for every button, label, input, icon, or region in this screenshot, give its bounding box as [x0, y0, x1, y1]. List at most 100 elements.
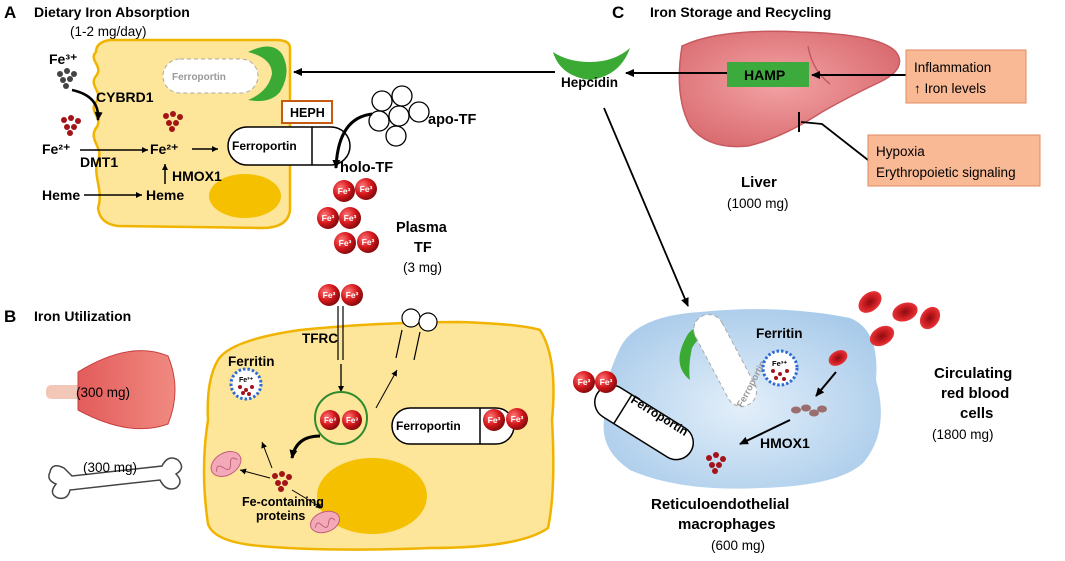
panel-c-letter: C: [612, 3, 624, 22]
panel-a-title: Dietary Iron Absorption: [34, 4, 190, 20]
ferroportin-apical-label: Ferroportin: [172, 72, 226, 83]
fe-ball-label: Fe³: [338, 186, 351, 196]
hepcidin-crescent-macrophage: [679, 324, 716, 380]
hmox1-label: HMOX1: [172, 168, 222, 184]
macrophage-amount: (600 mg): [711, 538, 765, 553]
fe-protein-arrow: [239, 468, 271, 479]
panel-a-letter: A: [4, 3, 16, 22]
apo-tf-circles: [368, 85, 430, 147]
fe-ball-label: Fe³: [488, 415, 501, 425]
circulating-amount: (1800 mg): [932, 427, 994, 442]
ferroportin-apical: [162, 58, 259, 94]
circulating-rbcs: [858, 291, 941, 347]
macrophage-iron-dots: [706, 452, 726, 474]
fe-containing-label-1: Fe-containing: [242, 495, 324, 509]
muscle-amount: (300 mg): [76, 385, 130, 400]
mitochondrion-icon: [309, 510, 341, 534]
liver-icon: [678, 30, 901, 148]
endosome: [314, 391, 368, 445]
fe-ball-label: Fe³: [322, 213, 335, 223]
fe-protein-dots: [272, 471, 292, 492]
hepcidin-crescent-a: [248, 46, 287, 101]
fe-containing-label-2: proteins: [256, 509, 305, 523]
fe3-label: Fe³⁺: [49, 51, 77, 67]
liver-amount: (1000 mg): [727, 196, 789, 211]
rbc-degradation-arrow: [815, 371, 837, 397]
hamp-box: [727, 62, 809, 87]
liver-label: Liver: [741, 174, 777, 191]
tfrc-label: TFRC: [302, 331, 338, 346]
circulating-label-3: cells: [960, 405, 993, 422]
panel-c: C Iron Storage and Recycling HAMP Hepcid…: [293, 3, 1041, 553]
cybrd1-arrow: [71, 88, 103, 121]
circulating-label-1: Circulating: [934, 365, 1012, 382]
panel-c-title: Iron Storage and Recycling: [650, 4, 831, 20]
macrophage-label-2: macrophages: [678, 516, 776, 533]
endosome-release-arrow: [289, 434, 321, 459]
bone-amount: (300 mg): [83, 460, 137, 475]
heme-inner-label: Heme: [146, 187, 184, 203]
hepcidin-crescent-c: [553, 48, 630, 80]
hypoxia-label-1: Hypoxia: [876, 144, 925, 159]
heph-box: [281, 100, 333, 124]
fe-ball-label: Fe³: [362, 237, 375, 247]
rbc-engulfed: [828, 350, 848, 366]
macrophage-hmox1-label: HMOX1: [760, 435, 810, 451]
ferroportin-internalized: [693, 314, 758, 407]
fe2-inner-dots: [163, 111, 183, 132]
holo-tf-label: holo-TF: [340, 160, 393, 176]
heme-outer-label: Heme: [42, 187, 80, 203]
fe-ball-label: Fe³: [339, 238, 352, 248]
panel-a-subtitle: (1-2 mg/day): [70, 24, 147, 39]
ferritin-c-fe3: Fe³⁺: [772, 359, 787, 368]
macrophage-label-1: Reticuloendothelial: [651, 496, 789, 513]
heph-label: HEPH: [290, 106, 325, 120]
enterocyte-nucleus: [209, 174, 281, 218]
panel-b-letter: B: [4, 307, 16, 326]
dmt1-label: DMT1: [80, 154, 118, 170]
fe-ball-label: Fe³: [323, 290, 336, 300]
ferroportin-basolateral: [227, 126, 351, 166]
recycled-receptor: [395, 308, 438, 361]
hypoxia-label-2: Erythropoietic signaling: [876, 165, 1016, 180]
tfrc-receptor: [337, 306, 344, 360]
ferritin-b-fe3: Fe³⁺: [239, 377, 254, 384]
cybrd1-label: CYBRD1: [96, 89, 154, 105]
ferroportin-b-label: Ferroportin: [396, 419, 461, 433]
fe2-label: Fe²⁺: [42, 141, 70, 157]
inflammation-label-1: Inflammation: [914, 60, 991, 75]
hepcidin-to-macrophage-arrow: [603, 107, 689, 307]
fe3-dots: [57, 68, 77, 89]
fe-ball-label: Fe³: [578, 377, 591, 387]
panel-a: A Dietary Iron Absorption (1-2 mg/day) F…: [4, 3, 476, 275]
fe-protein-arrow: [291, 489, 323, 509]
mitochondrion-icon: [210, 451, 242, 477]
fe-ball-label: Fe³: [344, 213, 357, 223]
hamp-label: HAMP: [744, 67, 785, 83]
circulating-label-2: red blood: [941, 385, 1009, 402]
hypoxia-inhibition-line: [800, 121, 869, 161]
bone-icon: [48, 457, 183, 500]
apo-tf-label: apo-TF: [428, 112, 476, 128]
ferroportin-basolateral-label: Ferroportin: [232, 139, 297, 153]
utilization-cell: [202, 320, 555, 551]
plasma-amount: (3 mg): [403, 260, 442, 275]
fe-ball-label: Fe³: [346, 416, 358, 425]
panel-b-title: Iron Utilization: [34, 308, 131, 324]
ferritin-label-b: Ferritin: [228, 354, 275, 369]
holo-tf-balls: [317, 178, 379, 254]
fe-protein-arrow: [261, 441, 273, 469]
ferroportin-macrophage: [594, 384, 694, 461]
plasma-label-1: Plasma: [396, 220, 448, 236]
ferritin-c: [761, 349, 799, 387]
macrophage-hmox1-arrow: [739, 419, 791, 445]
tfrc-fe-balls: [318, 284, 363, 306]
fe2-dots: [61, 115, 81, 136]
recycling-arrow: [375, 369, 398, 409]
hepcidin-label: Hepcidin: [561, 75, 618, 90]
tf-loading-arrow: [332, 112, 373, 169]
fe2-inner-label: Fe²⁺: [150, 141, 178, 157]
hypoxia-box: [867, 134, 1041, 187]
fe-ball-label: Fe³: [324, 416, 336, 425]
inflammation-box: [905, 49, 1027, 104]
